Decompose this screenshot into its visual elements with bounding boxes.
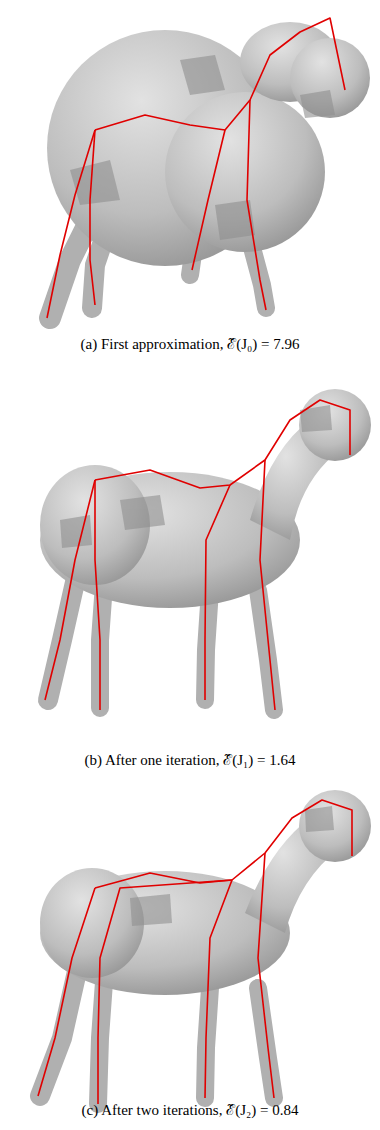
sheep-a [47,18,370,318]
sheep-b [40,389,371,710]
figure-caption: (b) After one iteration, ℰ̃(J₁) = 1.64 [0,750,380,770]
figure-caption: (c) After two iterations, ℰ̃(J₂) = 0.84 [0,1100,380,1120]
sheep-c [38,790,371,1104]
figure-caption: (a) First approximation, ℰ̃(J₀) = 7.96 [0,334,380,354]
